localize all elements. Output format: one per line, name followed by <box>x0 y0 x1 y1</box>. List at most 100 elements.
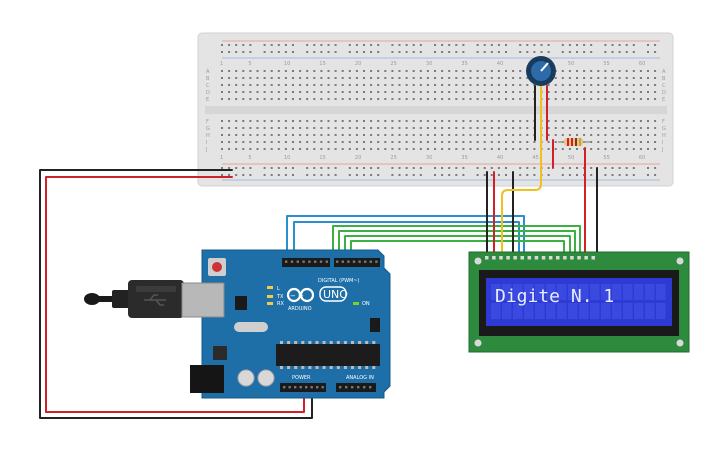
breadboard-hole <box>270 98 273 100</box>
breadboard-rail-hole <box>398 167 401 169</box>
breadboard-hole <box>505 91 507 93</box>
breadboard-rail-hole <box>434 174 436 176</box>
arduino-header-pin <box>369 386 372 389</box>
breadboard-hole <box>512 148 515 150</box>
breadboard-hole <box>363 70 365 72</box>
breadboard-hole <box>377 120 380 122</box>
arduino-rx-label: RX <box>277 301 284 307</box>
breadboard-hole <box>604 148 607 150</box>
breadboard-hole <box>448 70 451 72</box>
breadboard-hole <box>625 127 628 129</box>
breadboard-hole <box>505 134 507 136</box>
breadboard-hole <box>334 77 337 79</box>
breadboard-hole <box>476 91 479 93</box>
breadboard-rail-hole <box>334 44 337 46</box>
arduino-header-pin <box>369 260 372 263</box>
breadboard-rail-hole <box>647 51 649 53</box>
lcd-cell <box>645 303 655 319</box>
breadboard-hole <box>341 77 344 79</box>
breadboard-hole <box>313 77 316 79</box>
arduino-power-jack <box>190 365 224 393</box>
breadboard-hole <box>561 134 564 136</box>
potentiometer[interactable] <box>526 56 556 86</box>
breadboard-hole <box>363 148 365 150</box>
breadboard-hole <box>490 98 493 100</box>
breadboard-hole <box>355 134 358 136</box>
lcd-mount-hole-br <box>676 339 684 347</box>
breadboard-rail-hole <box>327 174 330 176</box>
arduino-reset-button-cap[interactable] <box>212 262 222 272</box>
lcd-cell <box>524 303 534 319</box>
breadboard-rail-hole <box>632 174 635 176</box>
breadboard-hole <box>327 134 330 136</box>
breadboard-hole <box>497 127 500 129</box>
arduino-header-pin <box>296 260 299 263</box>
breadboard-hole <box>405 141 408 143</box>
breadboard-row-letter-left: D <box>206 90 210 96</box>
arduino-header-pin <box>294 386 297 389</box>
breadboard-rail-hole <box>455 51 458 53</box>
breadboard-hole <box>568 77 571 79</box>
breadboard-hole <box>398 84 401 86</box>
breadboard-hole <box>483 98 486 100</box>
breadboard-rail-hole <box>611 44 614 46</box>
breadboard-hole <box>639 141 642 143</box>
arduino-icsp-right <box>370 318 380 332</box>
breadboard-hole <box>625 134 628 136</box>
breadboard-rail-hole <box>590 51 593 53</box>
breadboard-hole <box>384 91 387 93</box>
breadboard-hole <box>256 127 259 129</box>
breadboard-hole <box>554 120 557 122</box>
breadboard-rail-hole <box>611 174 614 176</box>
arduino-header-pin <box>351 386 354 389</box>
breadboard-hole <box>497 91 500 93</box>
breadboard-hole <box>568 134 571 136</box>
breadboard-rail-hole <box>476 51 479 53</box>
arduino-chip-leg <box>358 341 362 344</box>
breadboard-hole <box>632 98 635 100</box>
breadboard-hole <box>256 77 259 79</box>
breadboard-hole <box>377 70 380 72</box>
breadboard-hole <box>448 77 451 79</box>
breadboard-hole <box>526 127 529 129</box>
breadboard-rail-hole <box>412 44 415 46</box>
breadboard-rail-hole <box>561 167 564 169</box>
breadboard-hole <box>590 141 593 143</box>
breadboard-hole <box>377 77 380 79</box>
lcd-cell <box>557 284 567 300</box>
breadboard-column-number: 50 <box>568 61 574 67</box>
breadboard-rail-hole <box>618 174 621 176</box>
breadboard-rail-hole <box>355 51 358 53</box>
breadboard-hole <box>327 91 330 93</box>
breadboard-hole <box>299 127 302 129</box>
breadboard-hole <box>363 91 365 93</box>
breadboard-hole <box>611 91 614 93</box>
breadboard-hole <box>398 98 401 100</box>
breadboard-hole <box>299 134 302 136</box>
breadboard-rail-hole <box>576 174 578 176</box>
breadboard-rail-hole <box>448 167 451 169</box>
arduino-chip-leg <box>294 341 298 344</box>
resistor[interactable] <box>558 138 590 146</box>
arduino-chip-leg <box>322 366 326 369</box>
breadboard-rail-hole <box>448 174 451 176</box>
lcd-mount-hole-bl <box>474 339 482 347</box>
breadboard-rail-hole <box>221 174 223 176</box>
breadboard-rail-hole <box>313 167 316 169</box>
breadboard-hole <box>327 84 330 86</box>
breadboard-rail-hole <box>611 167 614 169</box>
breadboard-rail-hole <box>292 51 294 53</box>
breadboard-hole <box>434 77 436 79</box>
breadboard-hole <box>377 134 380 136</box>
breadboard-hole <box>249 120 252 122</box>
breadboard-hole <box>405 77 408 79</box>
breadboard-hole <box>277 141 280 143</box>
breadboard-column-number: 1 <box>220 155 223 161</box>
breadboard-hole <box>490 134 493 136</box>
arduino-digital-label: DIGITAL (PWM~) <box>318 278 360 284</box>
arduino-power-header <box>280 383 326 392</box>
breadboard-hole <box>228 77 231 79</box>
breadboard-rail-hole <box>348 167 351 169</box>
breadboard-rail-hole <box>462 174 465 176</box>
